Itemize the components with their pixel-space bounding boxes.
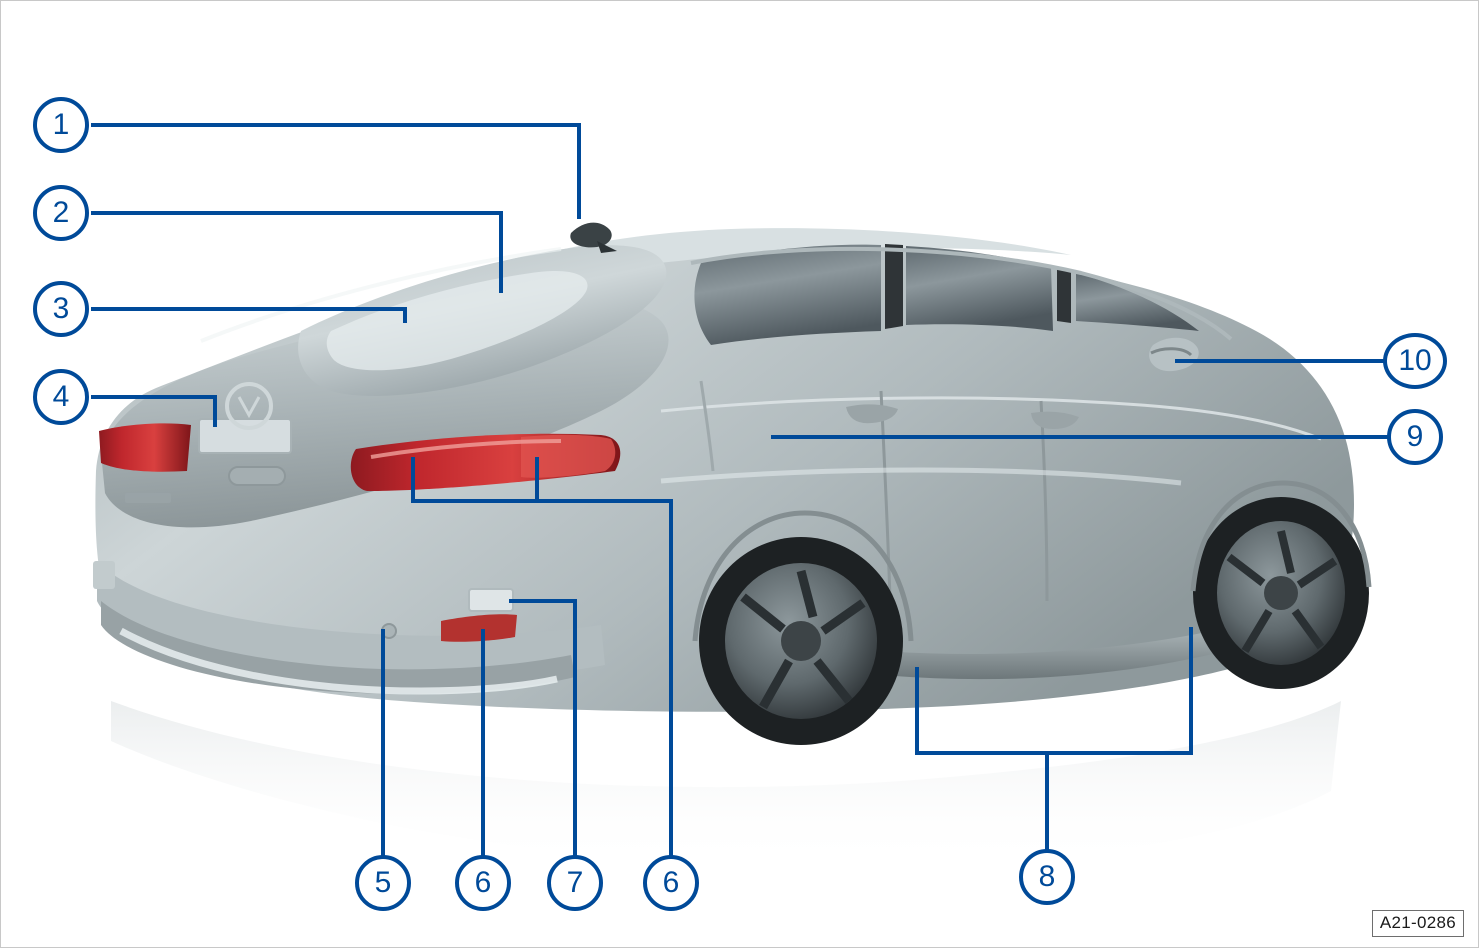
front-wheel [1193,497,1369,689]
callout-8[interactable]: 8 [1019,849,1075,905]
callout-6-tail-light[interactable]: 6 [643,855,699,911]
vehicle-reflection [111,701,1341,869]
callout-1[interactable]: 1 [33,97,89,153]
callout-10[interactable]: 10 [1383,333,1447,389]
car-body [93,222,1372,745]
callout-7[interactable]: 7 [547,855,603,911]
rear-wheel [699,537,903,745]
callout-3[interactable]: 3 [33,281,89,337]
figure-code: A21-0286 [1371,910,1464,937]
callout-9[interactable]: 9 [1387,409,1443,465]
callout-6[interactable]: 6 [455,855,511,911]
callout-5[interactable]: 5 [355,855,411,911]
callout-4[interactable]: 4 [33,369,89,425]
callout-2[interactable]: 2 [33,185,89,241]
